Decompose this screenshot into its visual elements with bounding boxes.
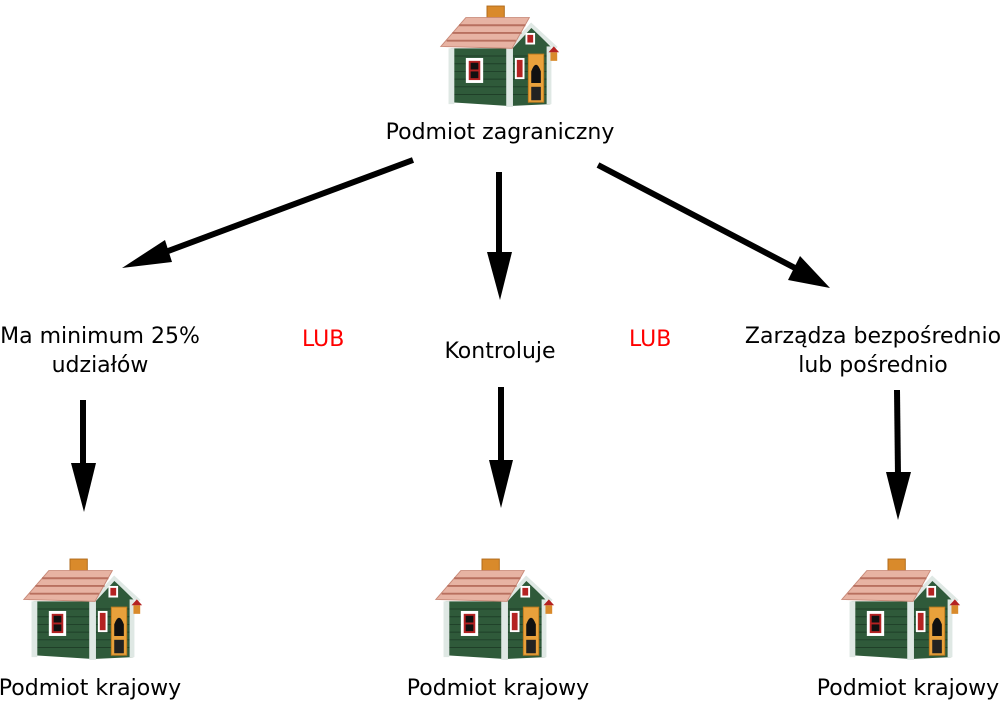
arrow-head (886, 472, 911, 520)
connector-or-1: LUB (302, 327, 345, 352)
relation-controls: Kontroluje (400, 337, 600, 366)
arrow-head (122, 240, 172, 268)
arrow-head (71, 463, 96, 512)
house-icon (839, 557, 963, 662)
arrow-head (487, 252, 512, 300)
relation-shares-line-2: udziałów (51, 353, 149, 378)
arrow-shaft (158, 157, 415, 257)
arrow-controls-to-domestic-2 (489, 387, 513, 508)
relation-shares-line-1: Ma minimum 25% (0, 324, 200, 349)
domestic-entity-label-2: Podmiot krajowy (406, 676, 590, 701)
house-icon (433, 557, 557, 662)
root-entity-label: Podmiot zagraniczny (385, 120, 615, 145)
relation-manages-line-1: Zarządza bezpośrednio (744, 324, 1000, 349)
arrow-manages-to-domestic-3 (886, 389, 911, 520)
arrow-shaft (596, 162, 797, 271)
arrow-head (489, 460, 513, 508)
relation-shares: Ma minimum 25% udziałów (0, 322, 200, 380)
domestic-entity-label-1: Podmiot krajowy (0, 676, 182, 701)
house-icon (21, 557, 145, 662)
arrow-root-to-controls (487, 172, 512, 300)
arrow-head (788, 256, 830, 288)
arrow-shaft (894, 389, 901, 477)
connector-or-2: LUB (629, 327, 672, 352)
arrow-root-to-shares (122, 157, 415, 268)
relation-manages: Zarządza bezpośrednio lub pośrednio (742, 322, 1000, 380)
relation-manages-line-2: lub pośrednio (798, 353, 948, 378)
arrow-root-to-manages (596, 162, 830, 288)
relation-controls-line-1: Kontroluje (444, 339, 556, 364)
arrow-shares-to-domestic-1 (71, 400, 96, 512)
domestic-entity-label-3: Podmiot krajowy (816, 676, 1000, 701)
